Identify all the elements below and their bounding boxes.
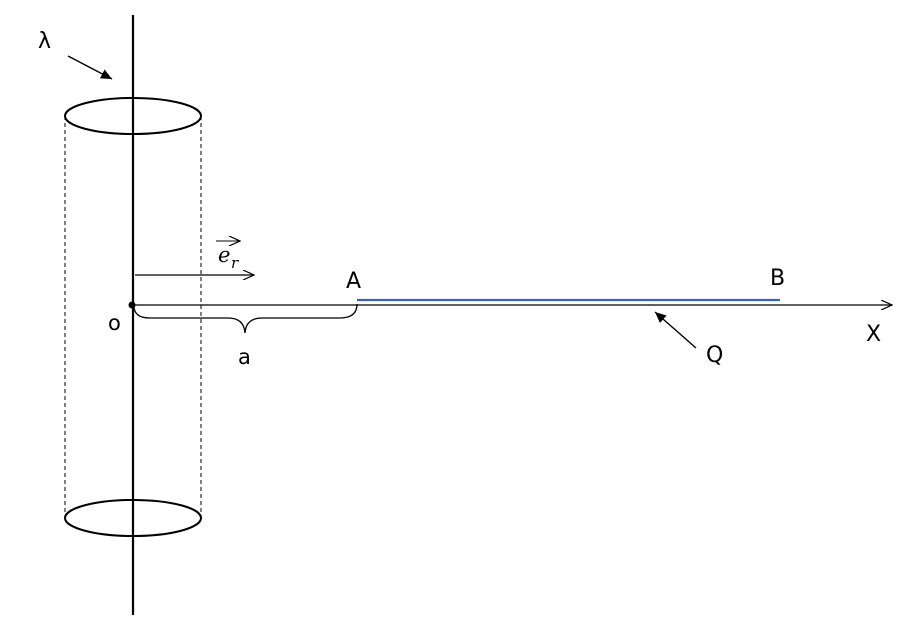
point-b-label: B bbox=[770, 266, 785, 291]
origin-label: o bbox=[108, 311, 121, 335]
point-a-label: A bbox=[346, 269, 361, 294]
x-axis-label: X bbox=[866, 322, 881, 347]
unit-vector-label: e r bbox=[216, 241, 240, 272]
charge-label: Q bbox=[706, 343, 723, 368]
lambda-pointer-arrow bbox=[67, 55, 113, 80]
svg-text:r: r bbox=[231, 254, 239, 272]
svg-text:e: e bbox=[218, 243, 230, 267]
charge-pointer-arrow bbox=[654, 311, 697, 349]
lambda-label: λ bbox=[38, 29, 51, 54]
distance-brace bbox=[133, 303, 358, 334]
distance-label: a bbox=[238, 345, 251, 369]
